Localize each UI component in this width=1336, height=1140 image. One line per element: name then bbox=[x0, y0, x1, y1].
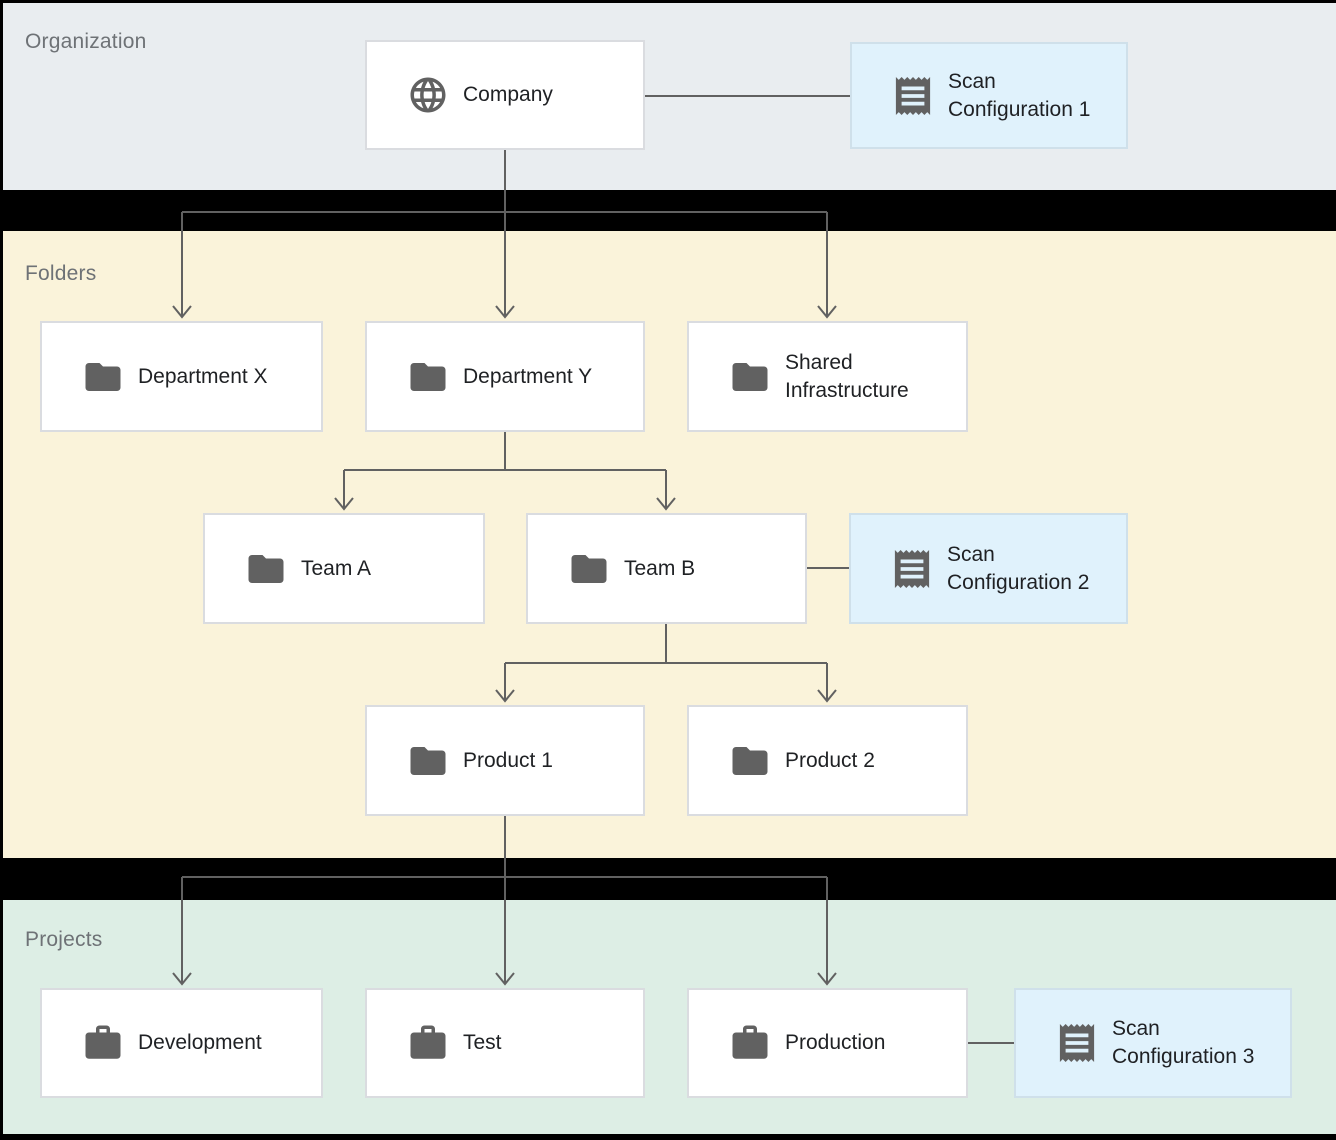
node-team-b: Team B bbox=[526, 513, 807, 624]
node-label: Team A bbox=[301, 556, 372, 580]
folder-icon bbox=[729, 740, 771, 782]
node-label: Department Y bbox=[463, 364, 593, 388]
folder-icon bbox=[407, 356, 449, 398]
node-scan-configuration-3: Scan Configuration 3 bbox=[1014, 988, 1292, 1098]
briefcase-icon bbox=[82, 1022, 124, 1064]
node-label: Test bbox=[463, 1031, 502, 1054]
node-label: Company bbox=[463, 83, 553, 106]
node-shared-infrastructure: Shared Infrastructure bbox=[687, 321, 968, 432]
node-label: Team B bbox=[624, 556, 696, 580]
briefcase-icon bbox=[407, 1022, 449, 1064]
node-label: Scan Configuration 2 bbox=[947, 542, 1090, 594]
folder-icon bbox=[407, 740, 449, 782]
receipt-icon bbox=[892, 74, 934, 118]
folder-icon bbox=[729, 356, 771, 398]
node-product-2: Product 2 bbox=[687, 705, 968, 816]
node-label: Scan Configuration 1 bbox=[948, 69, 1091, 121]
node-label: Production bbox=[785, 1031, 886, 1054]
node-team-a: Team A bbox=[203, 513, 485, 624]
node-development: Development bbox=[40, 988, 323, 1098]
node-label: Product 2 bbox=[785, 748, 875, 772]
node-product-1: Product 1 bbox=[365, 705, 645, 816]
node-label: Scan Configuration 3 bbox=[1112, 1017, 1255, 1068]
organization-band bbox=[3, 3, 1336, 190]
node-scan-configuration-1: Scan Configuration 1 bbox=[850, 42, 1128, 149]
briefcase-icon bbox=[729, 1022, 771, 1064]
receipt-icon bbox=[891, 547, 933, 591]
node-label: Product 1 bbox=[463, 748, 553, 772]
node-test: Test bbox=[365, 988, 645, 1098]
node-label: Shared Infrastructure bbox=[785, 350, 909, 402]
folder-icon bbox=[245, 548, 287, 590]
folders-band-label: Folders bbox=[25, 262, 97, 285]
node-label: Development bbox=[138, 1031, 262, 1054]
folder-icon bbox=[568, 548, 610, 590]
node-production: Production bbox=[687, 988, 968, 1098]
node-department-y: Department Y bbox=[365, 321, 645, 432]
node-label: Department X bbox=[138, 364, 268, 388]
globe-icon bbox=[407, 74, 449, 116]
receipt-icon bbox=[1056, 1021, 1098, 1065]
node-scan-configuration-2: Scan Configuration 2 bbox=[849, 513, 1128, 624]
projects-band-label: Projects bbox=[25, 928, 103, 951]
folder-icon bbox=[82, 356, 124, 398]
organization-band-label: Organization bbox=[25, 30, 147, 53]
node-company: Company bbox=[365, 40, 645, 150]
node-department-x: Department X bbox=[40, 321, 323, 432]
